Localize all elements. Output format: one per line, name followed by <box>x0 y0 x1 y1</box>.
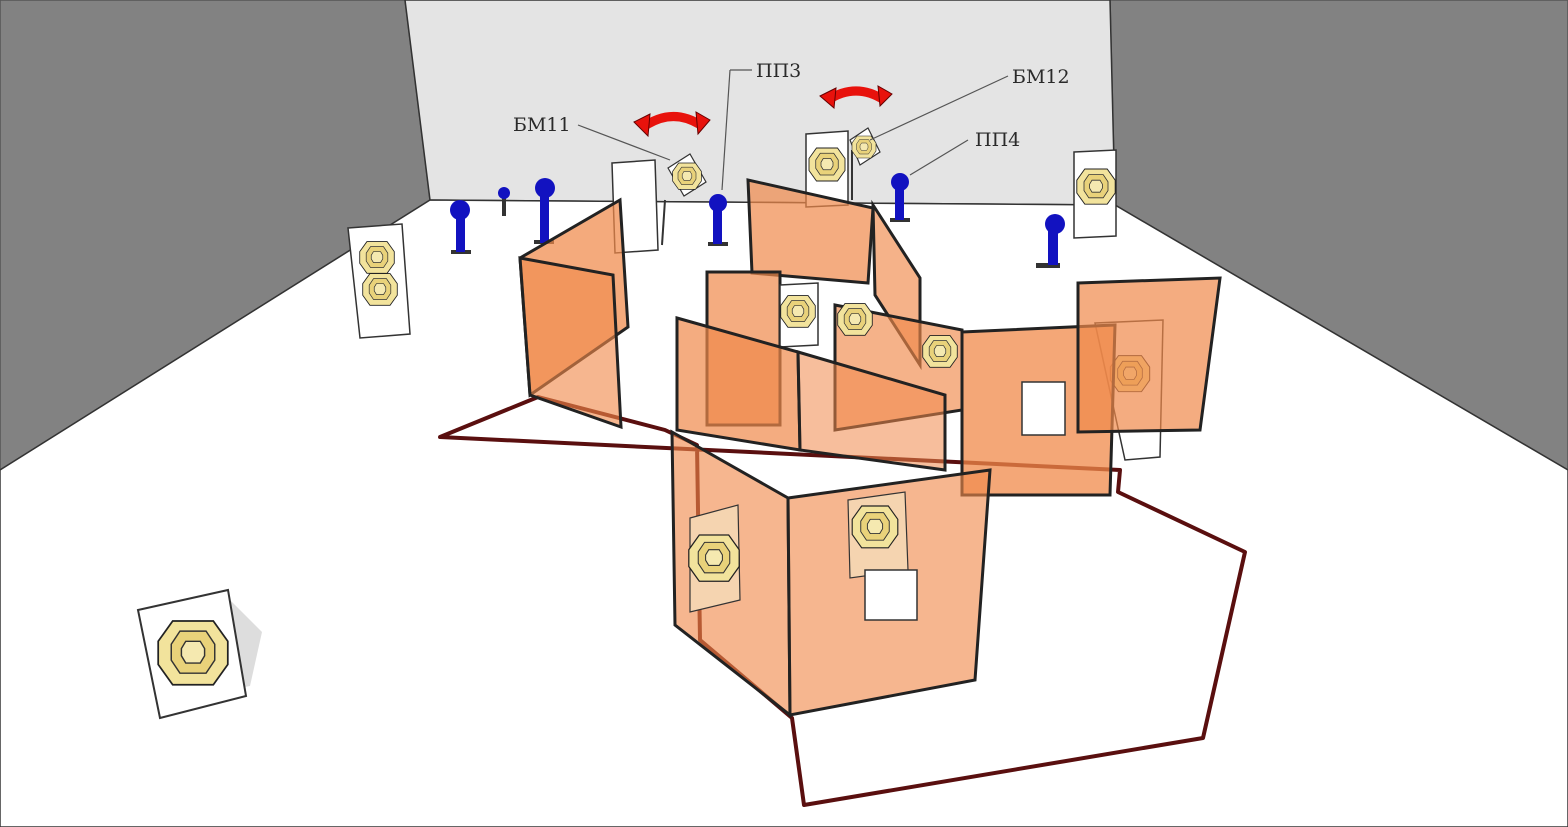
label-bm12: БМ12 <box>1012 66 1070 88</box>
popper-target-pp3 <box>708 194 728 246</box>
orange-panel-right-wide <box>960 276 1222 497</box>
swing-arrow-icon <box>819 85 893 110</box>
swinging-target-bm12 <box>849 127 881 200</box>
back-wall <box>404 0 1116 206</box>
popper-target-icon <box>534 178 555 244</box>
pp3-leader-2 <box>721 69 731 191</box>
label-bm11: БМ11 <box>513 114 571 136</box>
swinging-target-bm11 <box>661 153 707 246</box>
popper-target-icon <box>450 200 471 254</box>
orange-panel-left-top <box>518 197 630 430</box>
popper-target-icon <box>1036 214 1065 268</box>
label-pp4: ПП4 <box>975 129 1020 151</box>
popper-target-pp4 <box>890 173 910 222</box>
paper-target-right-back <box>1073 149 1117 239</box>
paper-target-front-box-right <box>847 491 918 621</box>
fault-line <box>438 395 1247 807</box>
bm12-leader <box>869 75 1009 141</box>
paper-target-front-box-left <box>688 504 741 613</box>
orange-panel-front-left <box>675 316 947 472</box>
popper-target-icon <box>498 187 510 216</box>
paper-target-center-mid <box>779 282 819 348</box>
pp4-leader <box>909 139 969 176</box>
swing-arrow-icon <box>633 111 711 138</box>
bm11-leader <box>577 124 671 161</box>
paper-target-left-double <box>347 223 411 339</box>
paper-target-front-left <box>136 588 262 720</box>
label-pp3: ПП3 <box>756 60 801 82</box>
